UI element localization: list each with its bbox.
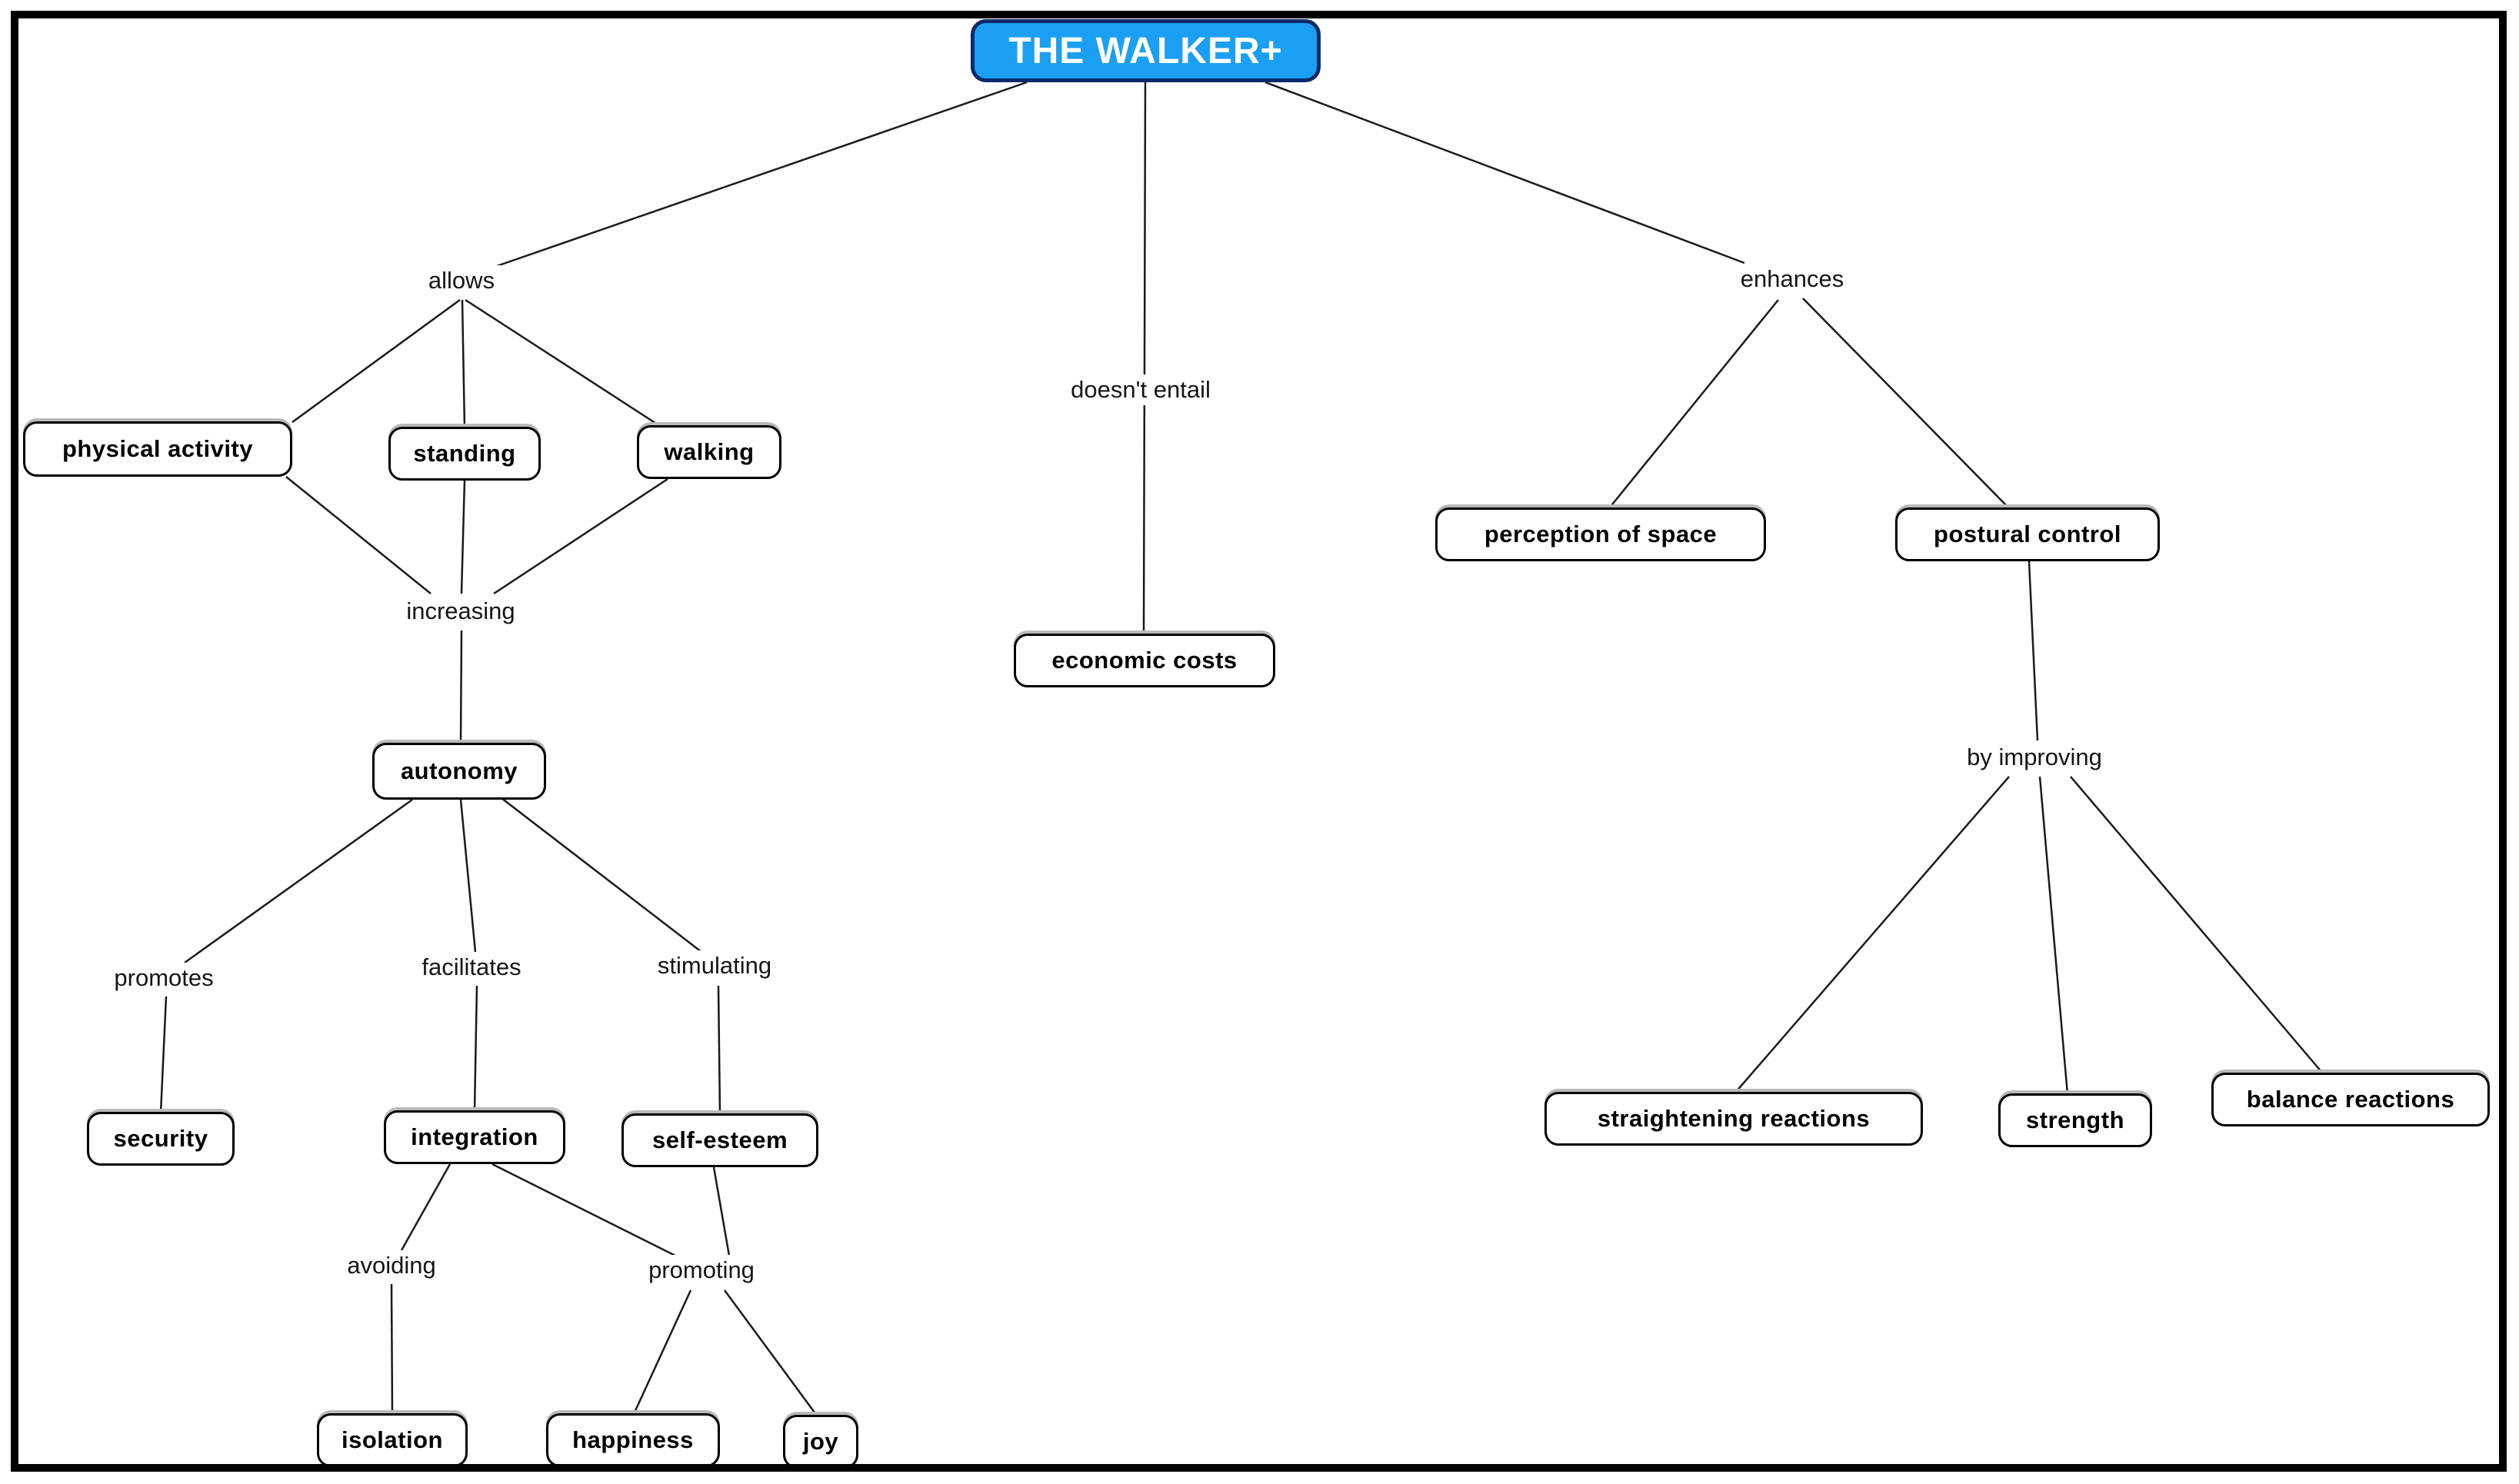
node-the-walker[interactable]: THE WALKER+	[971, 19, 1321, 82]
link-label-promotes[interactable]: promotes	[106, 963, 222, 993]
edge-autonomy-to-stimulating	[501, 797, 702, 953]
edge-by-improving-to-balance-reactions	[2070, 776, 2324, 1074]
node-integration[interactable]: integration	[384, 1110, 565, 1164]
edge-promoting-to-joy	[723, 1289, 818, 1416]
link-label-facilitates[interactable]: facilitates	[414, 952, 529, 983]
edge-the-walker-to-enhances	[1264, 81, 1745, 265]
edge-autonomy-to-facilitates	[459, 799, 477, 953]
link-label-by-improving[interactable]: by improving	[1959, 742, 2110, 773]
edge-walking-to-increasing	[493, 477, 668, 595]
edge-integration-to-promoting	[491, 1163, 676, 1257]
edge-by-improving-to-straightening-reactions	[1734, 776, 2010, 1093]
edge-autonomy-to-promotes	[184, 798, 413, 964]
node-joy[interactable]: joy	[783, 1415, 858, 1469]
node-physical-activity[interactable]: physical activity	[23, 421, 292, 477]
edge-integration-to-avoiding	[400, 1163, 451, 1251]
edge-enhances-to-postural-control	[1802, 298, 2010, 509]
edge-the-walker-to-economic-costs	[1142, 82, 1147, 635]
node-postural-control[interactable]: postural control	[1895, 507, 2160, 561]
node-strength[interactable]: strength	[1998, 1093, 2152, 1147]
link-label-doesnt-entail[interactable]: doesn't entail	[1063, 374, 1218, 405]
link-label-promoting[interactable]: promoting	[641, 1255, 762, 1286]
node-security[interactable]: security	[87, 1112, 235, 1166]
edge-promoting-to-happiness	[632, 1289, 692, 1415]
edge-stimulating-to-self-esteem	[717, 985, 721, 1115]
edge-physical-activity-to-increasing	[285, 476, 431, 594]
edge-by-improving-to-strength	[2038, 776, 2069, 1095]
link-label-avoiding[interactable]: avoiding	[339, 1250, 444, 1281]
node-balance-reactions[interactable]: balance reactions	[2211, 1073, 2490, 1126]
link-label-enhances[interactable]: enhances	[1732, 264, 1852, 294]
node-happiness[interactable]: happiness	[546, 1413, 720, 1467]
node-straightening-reactions[interactable]: straightening reactions	[1544, 1092, 1923, 1146]
edge-self-esteem-to-promoting	[712, 1166, 731, 1256]
edge-standing-to-increasing	[460, 480, 466, 594]
link-label-stimulating[interactable]: stimulating	[649, 950, 780, 981]
edge-postural-control-to-by-improving	[2028, 561, 2039, 741]
edge-allows-to-physical-activity	[292, 298, 461, 424]
node-isolation[interactable]: isolation	[317, 1413, 468, 1467]
node-economic-costs[interactable]: economic costs	[1014, 634, 1275, 687]
node-autonomy[interactable]: autonomy	[372, 743, 546, 800]
node-standing[interactable]: standing	[388, 427, 541, 481]
edge-the-walker-to-allows	[494, 81, 1028, 268]
node-walking[interactable]: walking	[637, 425, 781, 479]
edge-allows-to-standing	[461, 299, 466, 428]
edge-enhances-to-perception-of-space	[1608, 299, 1779, 509]
edge-promotes-to-security	[159, 996, 168, 1113]
node-perception-of-space[interactable]: perception of space	[1435, 507, 1766, 561]
edge-facilitates-to-integration	[473, 985, 478, 1112]
link-label-allows[interactable]: allows	[420, 265, 503, 296]
link-label-increasing[interactable]: increasing	[398, 596, 523, 627]
node-self-esteem[interactable]: self-esteem	[621, 1113, 818, 1167]
edge-allows-to-walking	[465, 298, 661, 428]
